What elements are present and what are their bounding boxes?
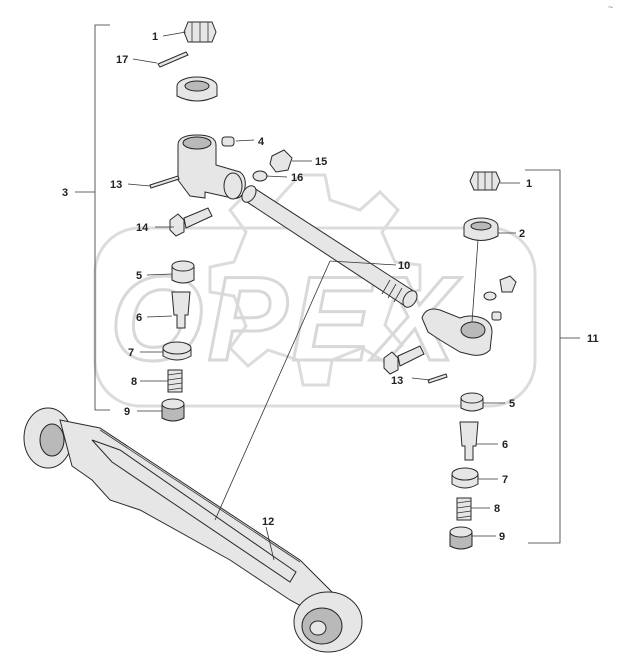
callout-9-left: 9: [124, 406, 130, 418]
upper-seal-left: [176, 76, 218, 102]
cotter-pin-13-left: [149, 175, 180, 189]
callout-13-left: 13: [110, 179, 122, 191]
callout-7-left: 7: [128, 347, 134, 359]
knuckle-body-left: [177, 134, 246, 200]
nut-right: [499, 275, 517, 293]
callout-12: 12: [262, 516, 274, 528]
seal-7-right: [451, 467, 479, 489]
callout-15: 15: [315, 156, 327, 168]
upper-seal-right: [463, 217, 499, 241]
callout-8-left: 8: [131, 376, 137, 388]
bolt-right: [383, 345, 425, 375]
watermark-text: OPEX: [110, 252, 462, 386]
left-knuckle-assembly: [149, 21, 293, 422]
callout-14: 14: [136, 222, 149, 234]
spring-8-right: [456, 497, 472, 521]
callout-3: 3: [62, 187, 68, 199]
callout-1-right: 1: [526, 178, 532, 190]
washer-16: [252, 170, 268, 182]
callout-7-right: 7: [502, 474, 508, 486]
leader-lines: [75, 31, 580, 561]
callout-8-right: 8: [494, 503, 500, 515]
group-11-bracket: [525, 169, 561, 544]
cotter-pin-13-right: [427, 373, 448, 384]
grease-fitting-right: [491, 311, 502, 321]
watermark-gear: [208, 173, 422, 387]
callout-6-right: 6: [502, 439, 508, 451]
callout-5-right: 5: [509, 398, 515, 410]
tie-rod: [241, 185, 418, 308]
callout-labels: 1 17 4 15 16 13 3 14 5 10 6 7 8 9 12 1 2…: [62, 31, 599, 543]
right-knuckle-assembly: [383, 171, 517, 550]
front-axle-beam: [23, 407, 363, 653]
callout-1-left: 1: [152, 31, 158, 43]
plug-9-right: [449, 526, 473, 550]
callout-5-left: 5: [136, 270, 142, 282]
washer-right: [483, 291, 497, 301]
callout-9-right: 9: [499, 531, 505, 543]
king-pin-6-right: [459, 421, 479, 461]
castle-nut-right: [469, 171, 501, 191]
nut-15: [269, 149, 293, 173]
plug-9-left: [161, 398, 185, 422]
king-pin-6-left: [171, 291, 191, 329]
callout-16: 16: [291, 172, 303, 184]
callout-10: 10: [398, 260, 410, 272]
grease-fitting-left: [221, 136, 235, 147]
bolt-14: [169, 207, 213, 237]
watermark: OPEX: [93, 173, 537, 408]
knuckle-body-right: [421, 308, 493, 356]
cotter-pin-left: [157, 51, 189, 68]
spring-8-left: [167, 369, 183, 393]
bushing-5-right: [460, 392, 484, 412]
bushing-5-left: [171, 260, 195, 284]
callout-13-right: 13: [391, 375, 403, 387]
castle-nut-left: [183, 21, 217, 43]
group-3-bracket: [94, 24, 110, 411]
corner-mark: ~: [608, 2, 613, 12]
callout-11: 11: [587, 333, 599, 345]
callout-4: 4: [258, 136, 265, 148]
callout-17: 17: [116, 54, 128, 66]
seal-7-left: [162, 341, 192, 361]
callout-6-left: 6: [136, 312, 142, 324]
callout-2: 2: [519, 228, 525, 240]
